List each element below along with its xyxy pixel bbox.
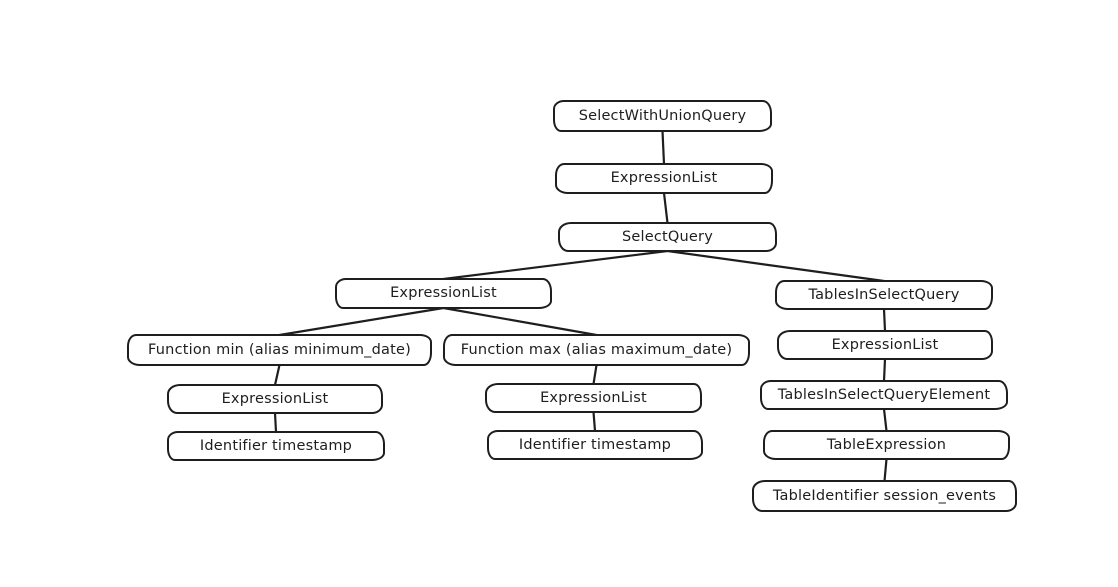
edge-expression-list-min-to-identifier-timestamp-min [273,411,278,434]
node-label-expression-list-top: ExpressionList [610,170,718,187]
node-function-max[interactable]: Function max (alias maximum_date) [443,334,750,366]
node-table-expression[interactable]: TableExpression [763,430,1010,460]
edge-select-query-to-expression-list-left [442,249,669,281]
node-tables-in-select-query-element[interactable]: TablesInSelectQueryElement [760,380,1008,410]
node-expression-list-max[interactable]: ExpressionList [485,383,702,413]
node-label-tables-in-select-query: TablesInSelectQuery [808,286,960,303]
edge-expression-list-left-to-function-max [442,306,598,337]
edge-select-query-to-tables-in-select-query [666,249,886,283]
node-identifier-timestamp-max[interactable]: Identifier timestamp [487,430,703,460]
edge-function-max-to-expression-list-max [592,363,598,386]
node-label-select-query: SelectQuery [622,228,713,245]
node-label-expression-list-right: ExpressionList [831,336,939,353]
node-expression-list-right[interactable]: ExpressionList [777,330,993,360]
node-table-identifier[interactable]: TableIdentifier session_events [752,480,1017,512]
edge-expression-list-left-to-function-min [278,306,445,337]
node-expression-list-top[interactable]: ExpressionList [555,163,773,194]
node-select-query[interactable]: SelectQuery [558,222,777,252]
node-label-expression-list-left: ExpressionList [390,285,497,302]
node-expression-list-left[interactable]: ExpressionList [335,278,552,309]
edge-expression-list-top-to-select-query [662,191,669,225]
node-label-expression-list-max: ExpressionList [540,389,647,406]
edge-tables-in-select-query-element-to-table-expression [882,407,888,433]
node-label-table-identifier: TableIdentifier session_events [772,487,997,504]
node-expression-list-min[interactable]: ExpressionList [167,384,383,414]
node-label-function-min: Function min (alias minimum_date) [148,341,411,358]
node-label-expression-list-min: ExpressionList [221,390,329,407]
edge-function-min-to-expression-list-min [273,363,281,387]
node-label-identifier-timestamp-max: Identifier timestamp [518,436,672,453]
node-label-select-with-union-query: SelectWithUnionQuery [578,107,747,124]
node-label-tables-in-select-query-element: TablesInSelectQueryElement [777,386,991,403]
node-label-identifier-timestamp-min: Identifier timestamp [199,437,353,454]
node-label-table-expression: TableExpression [826,436,947,453]
node-select-with-union-query[interactable]: SelectWithUnionQuery [553,100,772,132]
edge-expression-list-max-to-identifier-timestamp-max [592,410,597,433]
node-identifier-timestamp-min[interactable]: Identifier timestamp [167,431,385,461]
node-function-min[interactable]: Function min (alias minimum_date) [127,334,432,366]
edge-expression-list-right-to-tables-in-select-query-element [882,357,887,383]
node-label-function-max: Function max (alias maximum_date) [460,341,733,358]
edge-table-expression-to-table-identifier [883,457,888,483]
edge-select-with-union-query-to-expression-list-top [661,129,666,166]
edge-tables-in-select-query-to-expression-list-right [882,307,887,333]
node-tables-in-select-query[interactable]: TablesInSelectQuery [775,280,993,310]
